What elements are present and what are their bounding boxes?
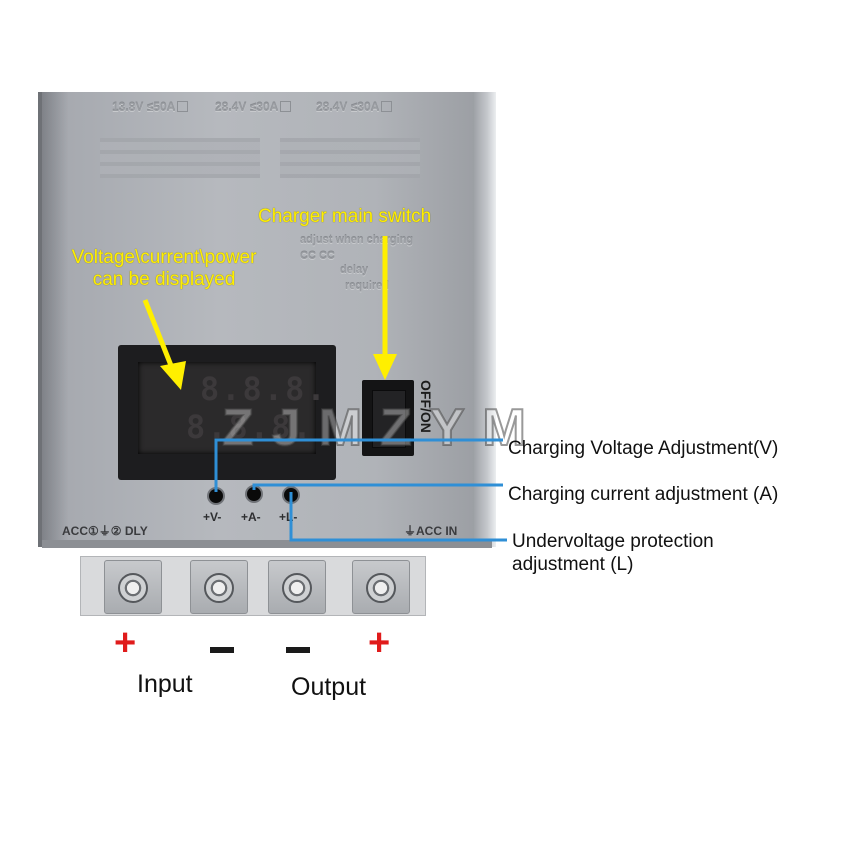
- output-label: Output: [291, 673, 367, 701]
- main-power-switch[interactable]: [372, 390, 406, 448]
- leader-lines: [214, 438, 507, 542]
- callout-undervoltage-line1: Undervoltage protection: [512, 531, 714, 552]
- screw-icon: [366, 573, 396, 603]
- input-label: Input: [137, 670, 193, 698]
- spec-header-3: 28.4V ≤30A: [316, 100, 393, 114]
- screw-icon: [204, 573, 234, 603]
- device-bottom-lip: [42, 540, 492, 548]
- polarity-plus-output: +: [368, 622, 391, 664]
- switch-label: OFF/ON: [418, 380, 434, 433]
- spec-table-right: [280, 138, 420, 178]
- callout-undervoltage-line2: adjustment (L): [512, 554, 634, 575]
- acc-in-label: ⏚ACC IN: [404, 524, 458, 538]
- terminal-input-positive: [104, 560, 162, 614]
- pot-label-l: +L-: [279, 510, 298, 524]
- faint-text-2: CC CC: [300, 250, 335, 262]
- voltage-adjust-pot[interactable]: [209, 489, 223, 503]
- voltage-leader-line: [214, 438, 503, 492]
- faint-text-3: delay: [340, 264, 369, 276]
- display-note-line1: Voltage\current\power: [71, 247, 257, 268]
- faint-text-4: required: [345, 280, 390, 292]
- terminal-output-negative: [268, 560, 326, 614]
- spec-header-1: 13.8V ≤50A: [112, 100, 189, 114]
- pot-label-a: +A-: [241, 510, 261, 524]
- switch-arrow-icon: [373, 236, 397, 380]
- display-note-line2: can be displayed: [92, 269, 236, 290]
- polarity-minus-output: [286, 647, 310, 653]
- polarity-plus-input: +: [114, 622, 137, 664]
- current-leader-line: [252, 483, 503, 490]
- watermark-logo: ZJMZYM: [221, 398, 544, 458]
- screw-icon: [118, 573, 148, 603]
- undervoltage-leader-line: [289, 492, 507, 542]
- switch-note: Charger main switch: [258, 206, 432, 227]
- current-adjust-pot[interactable]: [247, 487, 261, 501]
- device-right-edge: [474, 92, 496, 547]
- callout-current-adjust: Charging current adjustment (A): [508, 484, 779, 505]
- display-arrow-icon: [142, 299, 186, 390]
- display-note: Voltage\current\power can be displayed: [48, 247, 280, 291]
- display-digits-top: 8.8.8.: [200, 370, 328, 408]
- polarity-minus-input: [210, 647, 234, 653]
- terminal-input-negative: [190, 560, 248, 614]
- spec-header-2: 28.4V ≤30A: [215, 100, 292, 114]
- screw-icon: [282, 573, 312, 603]
- spec-table-left: [100, 138, 260, 178]
- terminal-output-positive: [352, 560, 410, 614]
- callout-voltage-adjust: Charging Voltage Adjustment(V): [508, 438, 779, 459]
- acc-dly-label: ACC①⏚② DLY: [62, 524, 148, 538]
- pot-label-v: +V-: [203, 510, 222, 524]
